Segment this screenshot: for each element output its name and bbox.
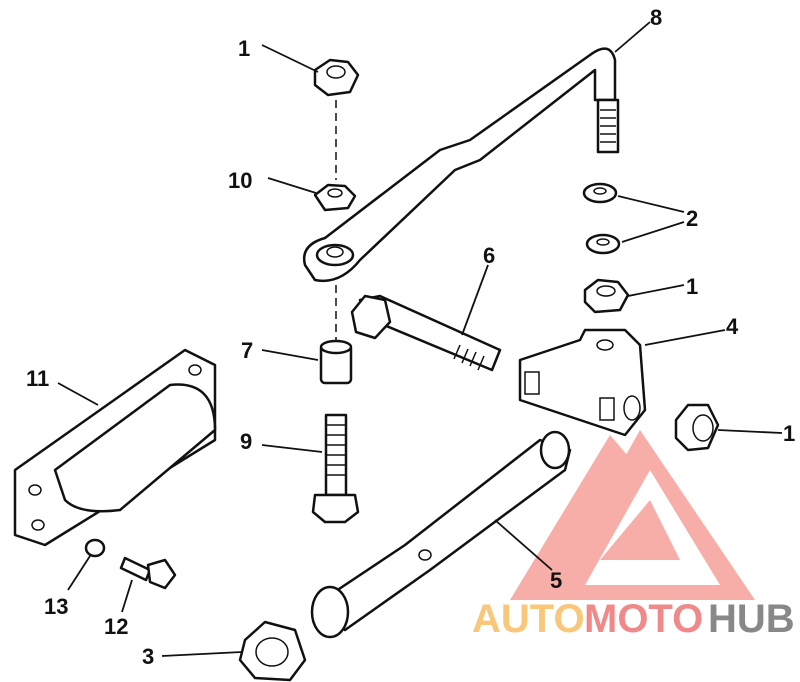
callout-6: 6 (483, 243, 495, 268)
callout-2: 2 (686, 206, 698, 231)
callout-1-top: 1 (238, 36, 250, 61)
part-3-nut (238, 620, 307, 682)
watermark-text: AUTO MOTO HUB (472, 597, 795, 641)
part-10-nut (313, 183, 357, 212)
part-1-nut-far-right (674, 403, 720, 452)
part-1-nut-right (583, 278, 630, 314)
callout-7: 7 (241, 338, 253, 363)
part-2-washers (582, 182, 621, 255)
callout-1-far-right: 1 (783, 421, 795, 446)
part-5-tube (310, 430, 572, 639)
callout-11: 11 (26, 366, 49, 391)
part-11-bracket (13, 348, 217, 547)
part-9-bolt (311, 413, 360, 524)
callout-1-right: 1 (686, 274, 698, 299)
part-12-screw (119, 556, 177, 590)
part-4-block (518, 328, 647, 437)
watermark-moto: MOTO (584, 597, 703, 641)
part-7-spacer (319, 339, 353, 385)
callout-4: 4 (726, 314, 739, 339)
callout-8: 8 (650, 5, 662, 30)
callout-10: 10 (228, 168, 252, 193)
part-8-rod (302, 47, 620, 283)
callout-12: 12 (104, 614, 128, 639)
watermark-auto: AUTO (472, 597, 585, 641)
watermark-logo (510, 430, 755, 600)
part-1-nut-top (313, 58, 360, 97)
part-6-bolt (350, 294, 502, 372)
callout-9: 9 (240, 429, 252, 454)
part-13-washer (84, 538, 106, 558)
callout-3: 3 (142, 644, 154, 669)
watermark-hub: HUB (708, 597, 795, 641)
callout-5: 5 (550, 568, 562, 593)
leader-lines (57, 21, 783, 657)
callout-13: 13 (44, 594, 68, 619)
